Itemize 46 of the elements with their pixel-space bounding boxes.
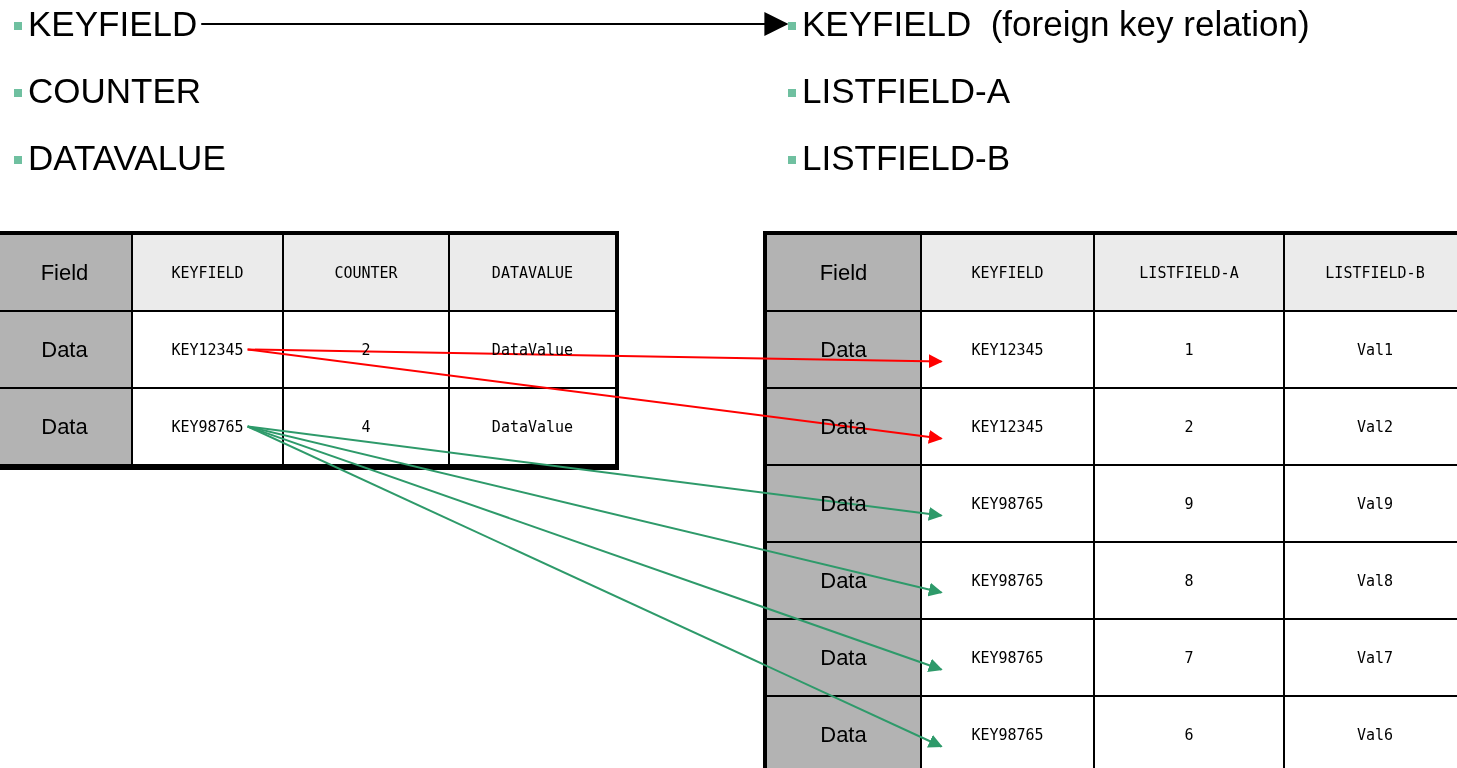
cell-value: 2 — [1184, 417, 1194, 436]
key-value: KEY98765 — [971, 571, 1044, 590]
key-value: KEY98765 — [971, 725, 1044, 744]
cell-value: Val8 — [1356, 571, 1394, 590]
row-header: Data — [820, 721, 867, 748]
cell-value: Val1 — [1356, 340, 1394, 359]
field-name: LISTFIELD-A — [802, 71, 1011, 111]
row-header: Field — [819, 259, 868, 286]
row-header: Field — [40, 259, 89, 286]
key-value: KEY98765 — [171, 417, 244, 436]
row-header: Data — [820, 336, 867, 363]
key-value: KEY12345 — [971, 417, 1044, 436]
field-name: COUNTER — [28, 71, 202, 111]
row-header: Data — [41, 336, 88, 363]
cell-value: 6 — [1184, 725, 1194, 744]
row-header: Data — [820, 644, 867, 671]
field-name: KEYFIELD (foreign key relation) — [802, 4, 1310, 44]
cell-value: 8 — [1184, 571, 1194, 590]
cell-value: 4 — [361, 417, 371, 436]
field-name: DATAVALUE — [28, 138, 226, 178]
column-header: KEYFIELD — [971, 263, 1044, 282]
key-value: KEY98765 — [971, 494, 1044, 513]
column-header: LISTFIELD-A — [1139, 263, 1239, 282]
cell-value: 9 — [1184, 494, 1194, 513]
key-value: KEY12345 — [971, 340, 1044, 359]
key-value: KEY12345 — [171, 340, 244, 359]
column-header: COUNTER — [334, 263, 398, 282]
column-header: KEYFIELD — [171, 263, 244, 282]
cell-value: 7 — [1184, 648, 1194, 667]
field-name: LISTFIELD-B — [802, 138, 1011, 178]
field-name: KEYFIELD — [28, 4, 198, 44]
column-header: DATAVALUE — [491, 263, 574, 282]
column-header: LISTFIELD-B — [1325, 263, 1425, 282]
key-value: KEY98765 — [971, 648, 1044, 667]
cell-value: 1 — [1184, 340, 1194, 359]
cell-value: Val6 — [1356, 725, 1394, 744]
arrow — [246, 348, 943, 444]
cell-value: Val2 — [1356, 417, 1394, 436]
row-header: Data — [820, 567, 867, 594]
row-header: Data — [41, 413, 88, 440]
cell-value: DataValue — [491, 340, 574, 359]
cell-value: Val9 — [1356, 494, 1394, 513]
cell-value: DataValue — [491, 417, 574, 436]
arrow — [200, 12, 789, 36]
cell-value: Val7 — [1356, 648, 1394, 667]
arrow — [246, 425, 943, 748]
